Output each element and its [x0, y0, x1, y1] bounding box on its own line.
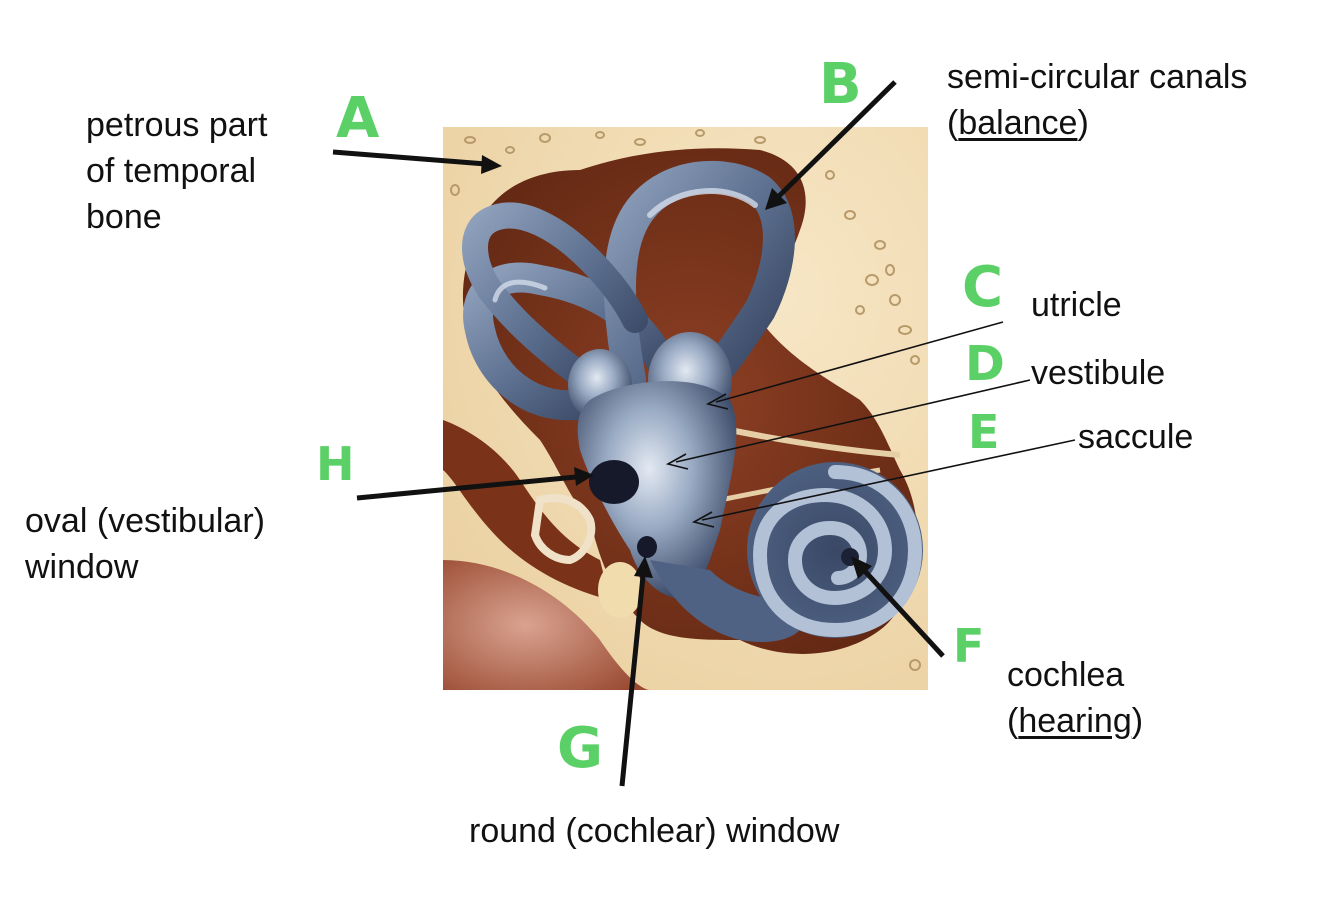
label-saccule: saccule [1078, 414, 1193, 460]
label-line: (hearing) [1007, 698, 1143, 744]
round-window [637, 536, 657, 558]
letter-c: C [962, 255, 1003, 320]
paren-open: ( [1007, 702, 1018, 740]
underlined-word: balance [958, 104, 1077, 142]
label-semicircular-canals: semi-circular canals (balance) [947, 54, 1247, 146]
label-line: cochlea [1007, 652, 1143, 698]
letter-e: E [968, 405, 999, 459]
letter-a: A [336, 86, 380, 151]
letter-d: D [965, 336, 1005, 392]
label-vestibule: vestibule [1031, 350, 1165, 396]
paren-close: ) [1132, 702, 1143, 740]
anatomy-illustration [443, 127, 928, 690]
label-line: of temporal [86, 148, 267, 194]
label-line: (balance) [947, 100, 1247, 146]
underlined-word: hearing [1018, 702, 1131, 740]
label-cochlea: cochlea (hearing) [1007, 652, 1143, 744]
label-oval-window: oval (vestibular) window [25, 498, 265, 590]
label-line: window [25, 544, 265, 590]
paren-close: ) [1077, 104, 1088, 142]
letter-f: F [953, 619, 984, 673]
label-round-window: round (cochlear) window [469, 808, 839, 854]
label-line: semi-circular canals [947, 54, 1247, 100]
round-window-niche [598, 562, 642, 618]
label-line: oval (vestibular) [25, 498, 265, 544]
label-petrous-bone: petrous part of temporal bone [86, 102, 267, 240]
label-line: petrous part [86, 102, 267, 148]
letter-g: G [557, 716, 603, 781]
cochlea-spiral [747, 462, 923, 638]
oval-window [589, 460, 639, 504]
letter-h: H [316, 437, 355, 491]
letter-b: B [819, 52, 862, 117]
paren-open: ( [947, 104, 958, 142]
label-line: bone [86, 194, 267, 240]
label-utricle: utricle [1031, 282, 1122, 328]
